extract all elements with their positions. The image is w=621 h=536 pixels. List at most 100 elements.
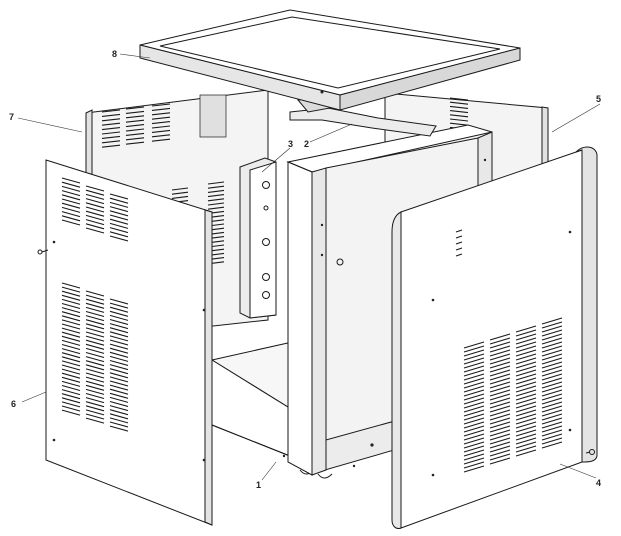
vent-slot xyxy=(463,385,485,393)
vent-slot xyxy=(449,114,469,118)
vent-slot xyxy=(85,189,105,196)
vent-slot xyxy=(61,181,81,188)
vent-slot xyxy=(463,369,485,377)
vent-slot xyxy=(515,353,537,361)
vent-slot xyxy=(489,365,511,373)
vent-slot xyxy=(85,405,105,412)
vent-slot xyxy=(463,389,485,397)
vent-slot xyxy=(109,351,129,358)
vent-slot xyxy=(109,425,129,432)
vent-slot xyxy=(463,405,485,413)
vent-slot xyxy=(109,417,129,424)
vent-slot xyxy=(207,189,225,193)
vent-slot xyxy=(101,135,121,139)
vent-slot xyxy=(61,335,81,342)
vent-slot xyxy=(541,325,563,333)
vent-slot xyxy=(449,118,469,122)
vent-slot xyxy=(61,368,81,375)
vent-slot xyxy=(61,219,81,226)
vent-slot xyxy=(125,110,145,114)
vent-slot xyxy=(109,327,129,334)
vent-slot xyxy=(85,392,105,400)
vent-slot xyxy=(85,206,105,213)
vent-slot xyxy=(85,294,105,301)
vent-slot xyxy=(515,421,537,429)
vent-slot xyxy=(489,413,511,421)
vent-slot xyxy=(541,405,563,413)
vent-slot xyxy=(463,401,485,409)
vent-slot xyxy=(541,417,563,425)
vent-slot xyxy=(85,397,105,404)
vent-slot xyxy=(489,373,511,381)
vent-slot xyxy=(455,235,463,239)
vent-slot xyxy=(125,106,145,110)
vent-slot xyxy=(515,381,537,389)
vent-slot xyxy=(541,441,563,449)
vent-slot xyxy=(61,405,81,412)
vent-slot xyxy=(151,112,171,116)
vent-slot xyxy=(489,361,511,369)
vent-slot xyxy=(515,441,537,449)
vent-slot xyxy=(109,201,129,208)
vent-slot xyxy=(207,194,225,198)
vent-slot xyxy=(61,348,81,355)
vent-slot xyxy=(109,210,129,217)
vent-slot xyxy=(85,223,105,230)
vent-slot xyxy=(85,185,105,192)
vent-slot xyxy=(515,377,537,385)
vent-slot xyxy=(109,405,129,412)
vent-slot xyxy=(61,327,81,334)
vent-slot xyxy=(515,429,537,437)
vent-slot xyxy=(109,227,129,234)
vent-slot xyxy=(463,365,485,373)
vent-slot xyxy=(541,353,563,361)
vent-slot xyxy=(541,361,563,369)
vent-slot xyxy=(109,306,129,313)
vent-slot xyxy=(109,347,129,354)
vent-slot xyxy=(61,215,81,222)
vent-slot xyxy=(463,357,485,365)
vent-slot xyxy=(515,349,537,357)
vent-slot xyxy=(61,397,81,404)
vent-slot xyxy=(489,377,511,385)
vent-slot xyxy=(515,449,537,457)
vent-slot xyxy=(109,364,129,371)
mounting-strip xyxy=(239,157,277,319)
vent-slot xyxy=(85,315,105,322)
vent-slot xyxy=(463,437,485,445)
vent-slot xyxy=(541,381,563,389)
vent-slot xyxy=(109,392,129,399)
vent-slot xyxy=(515,397,537,405)
vent-slot xyxy=(489,433,511,441)
vent-slot xyxy=(541,413,563,421)
vent-slot xyxy=(109,323,129,330)
vent-slot xyxy=(515,437,537,445)
vent-slot xyxy=(61,339,81,346)
vent-slot xyxy=(463,341,485,349)
vent-slot xyxy=(85,372,105,379)
vent-slot xyxy=(463,421,485,429)
vent-slot xyxy=(85,364,105,371)
vent-slot xyxy=(489,345,511,353)
vent-slot xyxy=(109,421,129,428)
vent-slot xyxy=(61,352,81,359)
vent-slot xyxy=(61,185,81,192)
vent-slot xyxy=(541,369,563,377)
vent-slot xyxy=(489,393,511,401)
vent-slot xyxy=(207,198,225,202)
vent-slot xyxy=(85,323,105,330)
vent-slot xyxy=(61,319,81,326)
vent-slot xyxy=(449,101,469,105)
vent-slot xyxy=(109,359,129,367)
vent-slot xyxy=(541,373,563,381)
vent-slot xyxy=(85,388,105,395)
vent-slot xyxy=(109,400,129,408)
vent-slot xyxy=(151,103,171,107)
vent-slot xyxy=(455,229,463,233)
vent-slot xyxy=(61,202,81,209)
vent-slot xyxy=(449,105,469,109)
vent-slot xyxy=(463,361,485,369)
vent-slot xyxy=(85,335,105,342)
vent-slot xyxy=(109,314,129,321)
